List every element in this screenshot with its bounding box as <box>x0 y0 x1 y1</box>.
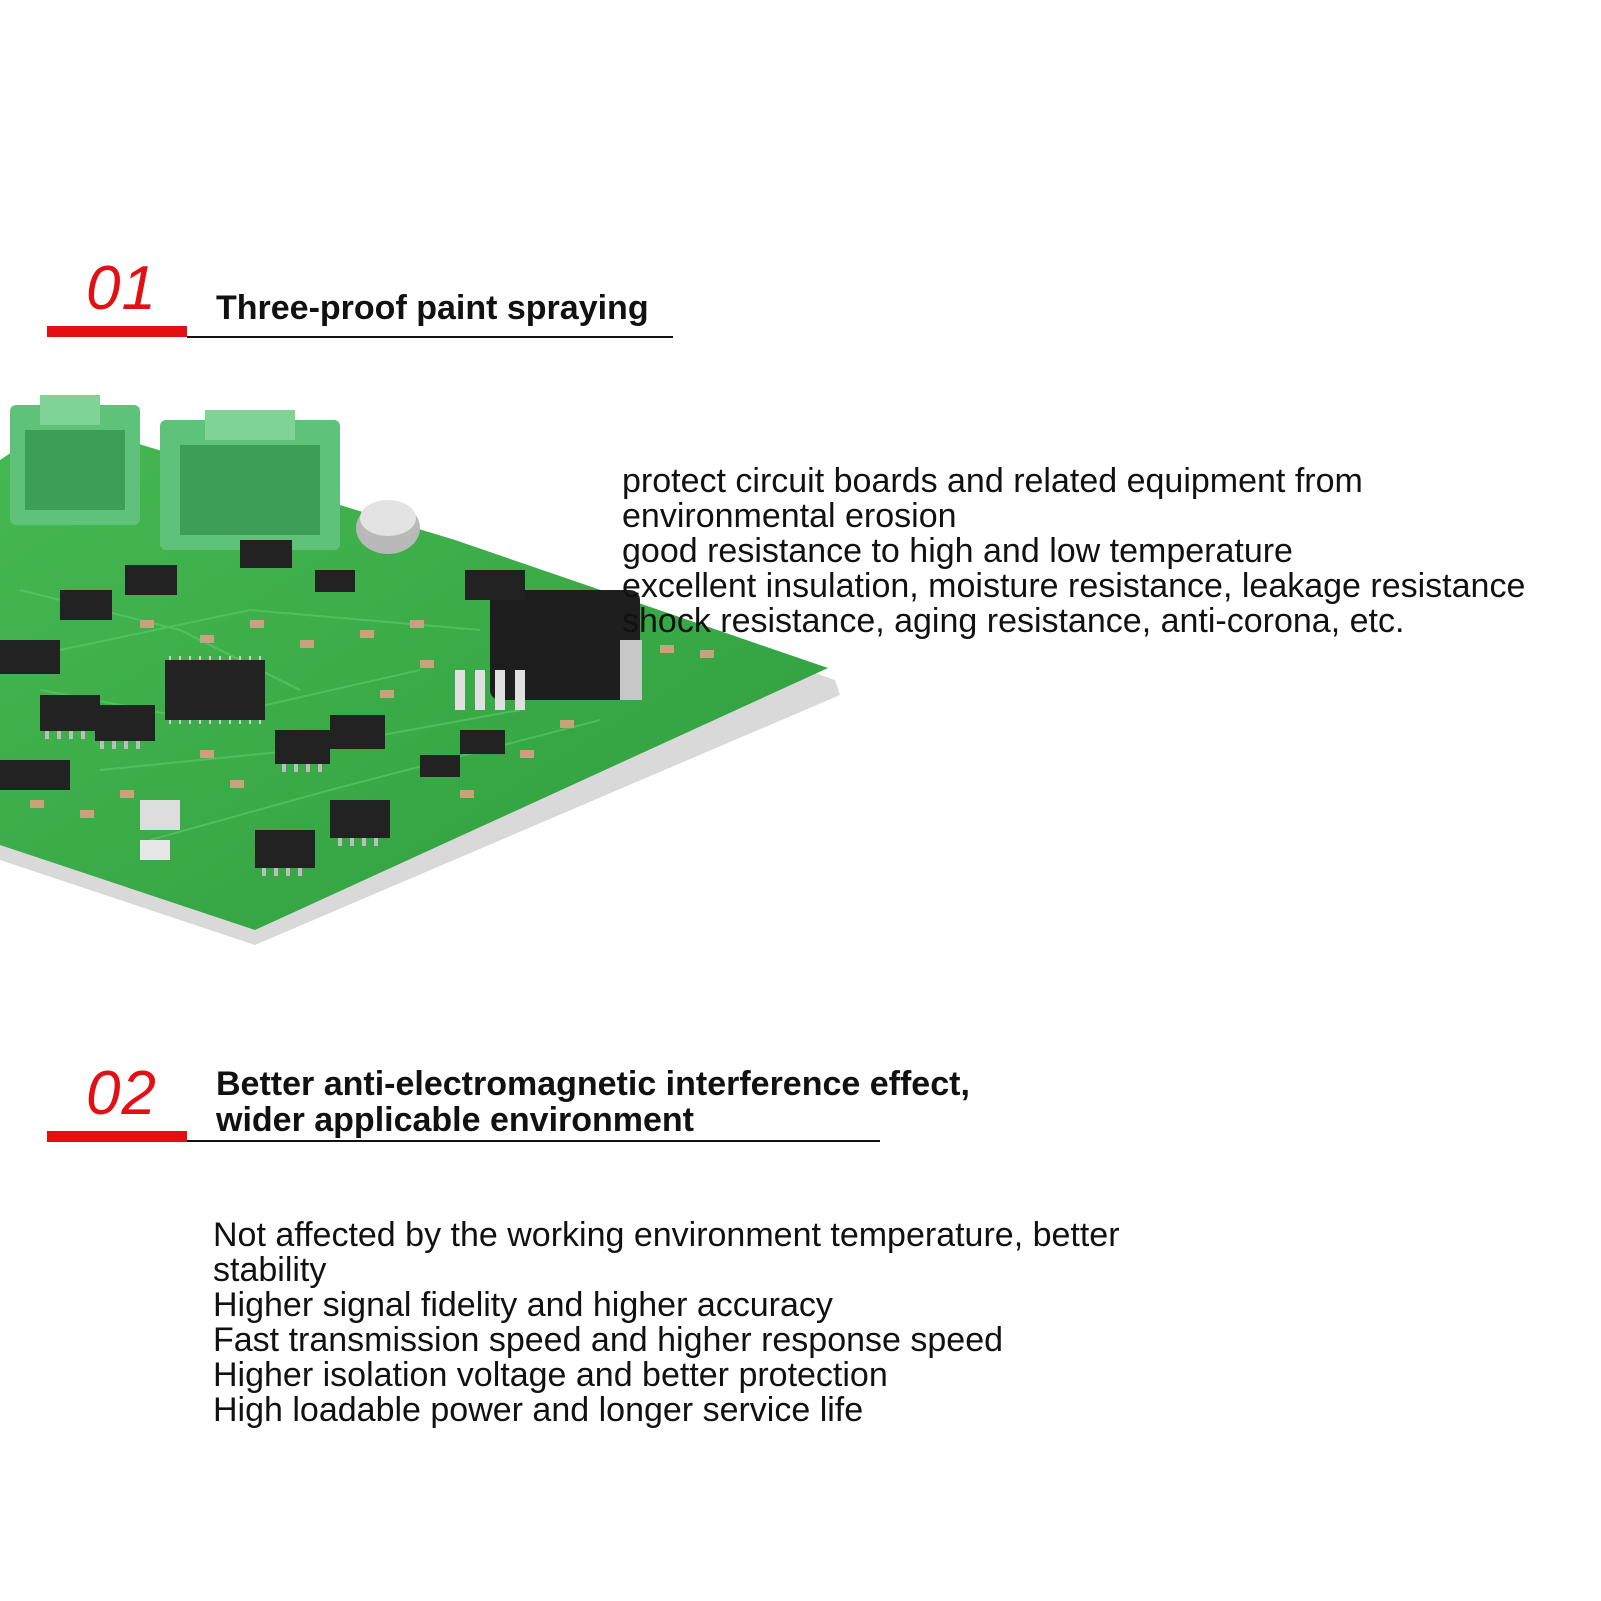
section-02-number: 02 <box>86 1059 157 1128</box>
section-01-title: Three-proof paint spraying <box>216 290 649 326</box>
section-02-rule <box>187 1140 880 1142</box>
terminal-block-left <box>10 395 140 525</box>
feature-line: Higher isolation voltage and better prot… <box>213 1356 888 1394</box>
feature-line: High loadable power and longer service l… <box>213 1391 864 1429</box>
feature-line: shock resistance, aging resistance, anti… <box>622 602 1405 640</box>
section-02-accent-bar <box>47 1131 187 1142</box>
feature-line: environmental erosion <box>622 497 957 535</box>
inductor <box>490 590 640 700</box>
section-02-title-line: wider applicable environment <box>216 1101 695 1139</box>
section-02-features: Not affected by the working environment … <box>213 1218 1120 1428</box>
section-01-accent-bar <box>47 326 187 337</box>
ic-chips <box>0 540 525 868</box>
terminal-block-right <box>160 410 340 550</box>
section-01-features: protect circuit boards and related equip… <box>622 464 1525 639</box>
feature-line: Fast transmission speed and higher respo… <box>213 1321 1004 1359</box>
section-01-rule <box>187 336 673 338</box>
section-01-number: 01 <box>86 254 157 323</box>
feature-line: Higher signal fidelity and higher accura… <box>213 1286 833 1324</box>
section-02-title-line: Better anti-electromagnetic interference… <box>216 1065 970 1103</box>
section-02-title: Better anti-electromagnetic interference… <box>216 1066 970 1138</box>
feature-line: good resistance to high and low temperat… <box>622 532 1293 570</box>
qfp-chip <box>165 660 265 720</box>
feature-line: Not affected by the working environment … <box>213 1216 1120 1254</box>
feature-line: stability <box>213 1251 327 1289</box>
circuit-board-image <box>0 395 840 945</box>
feature-line: excellent insulation, moisture resistanc… <box>622 567 1526 605</box>
section-01-title-line: Three-proof paint spraying <box>216 289 649 327</box>
feature-line: protect circuit boards and related equip… <box>622 462 1363 500</box>
